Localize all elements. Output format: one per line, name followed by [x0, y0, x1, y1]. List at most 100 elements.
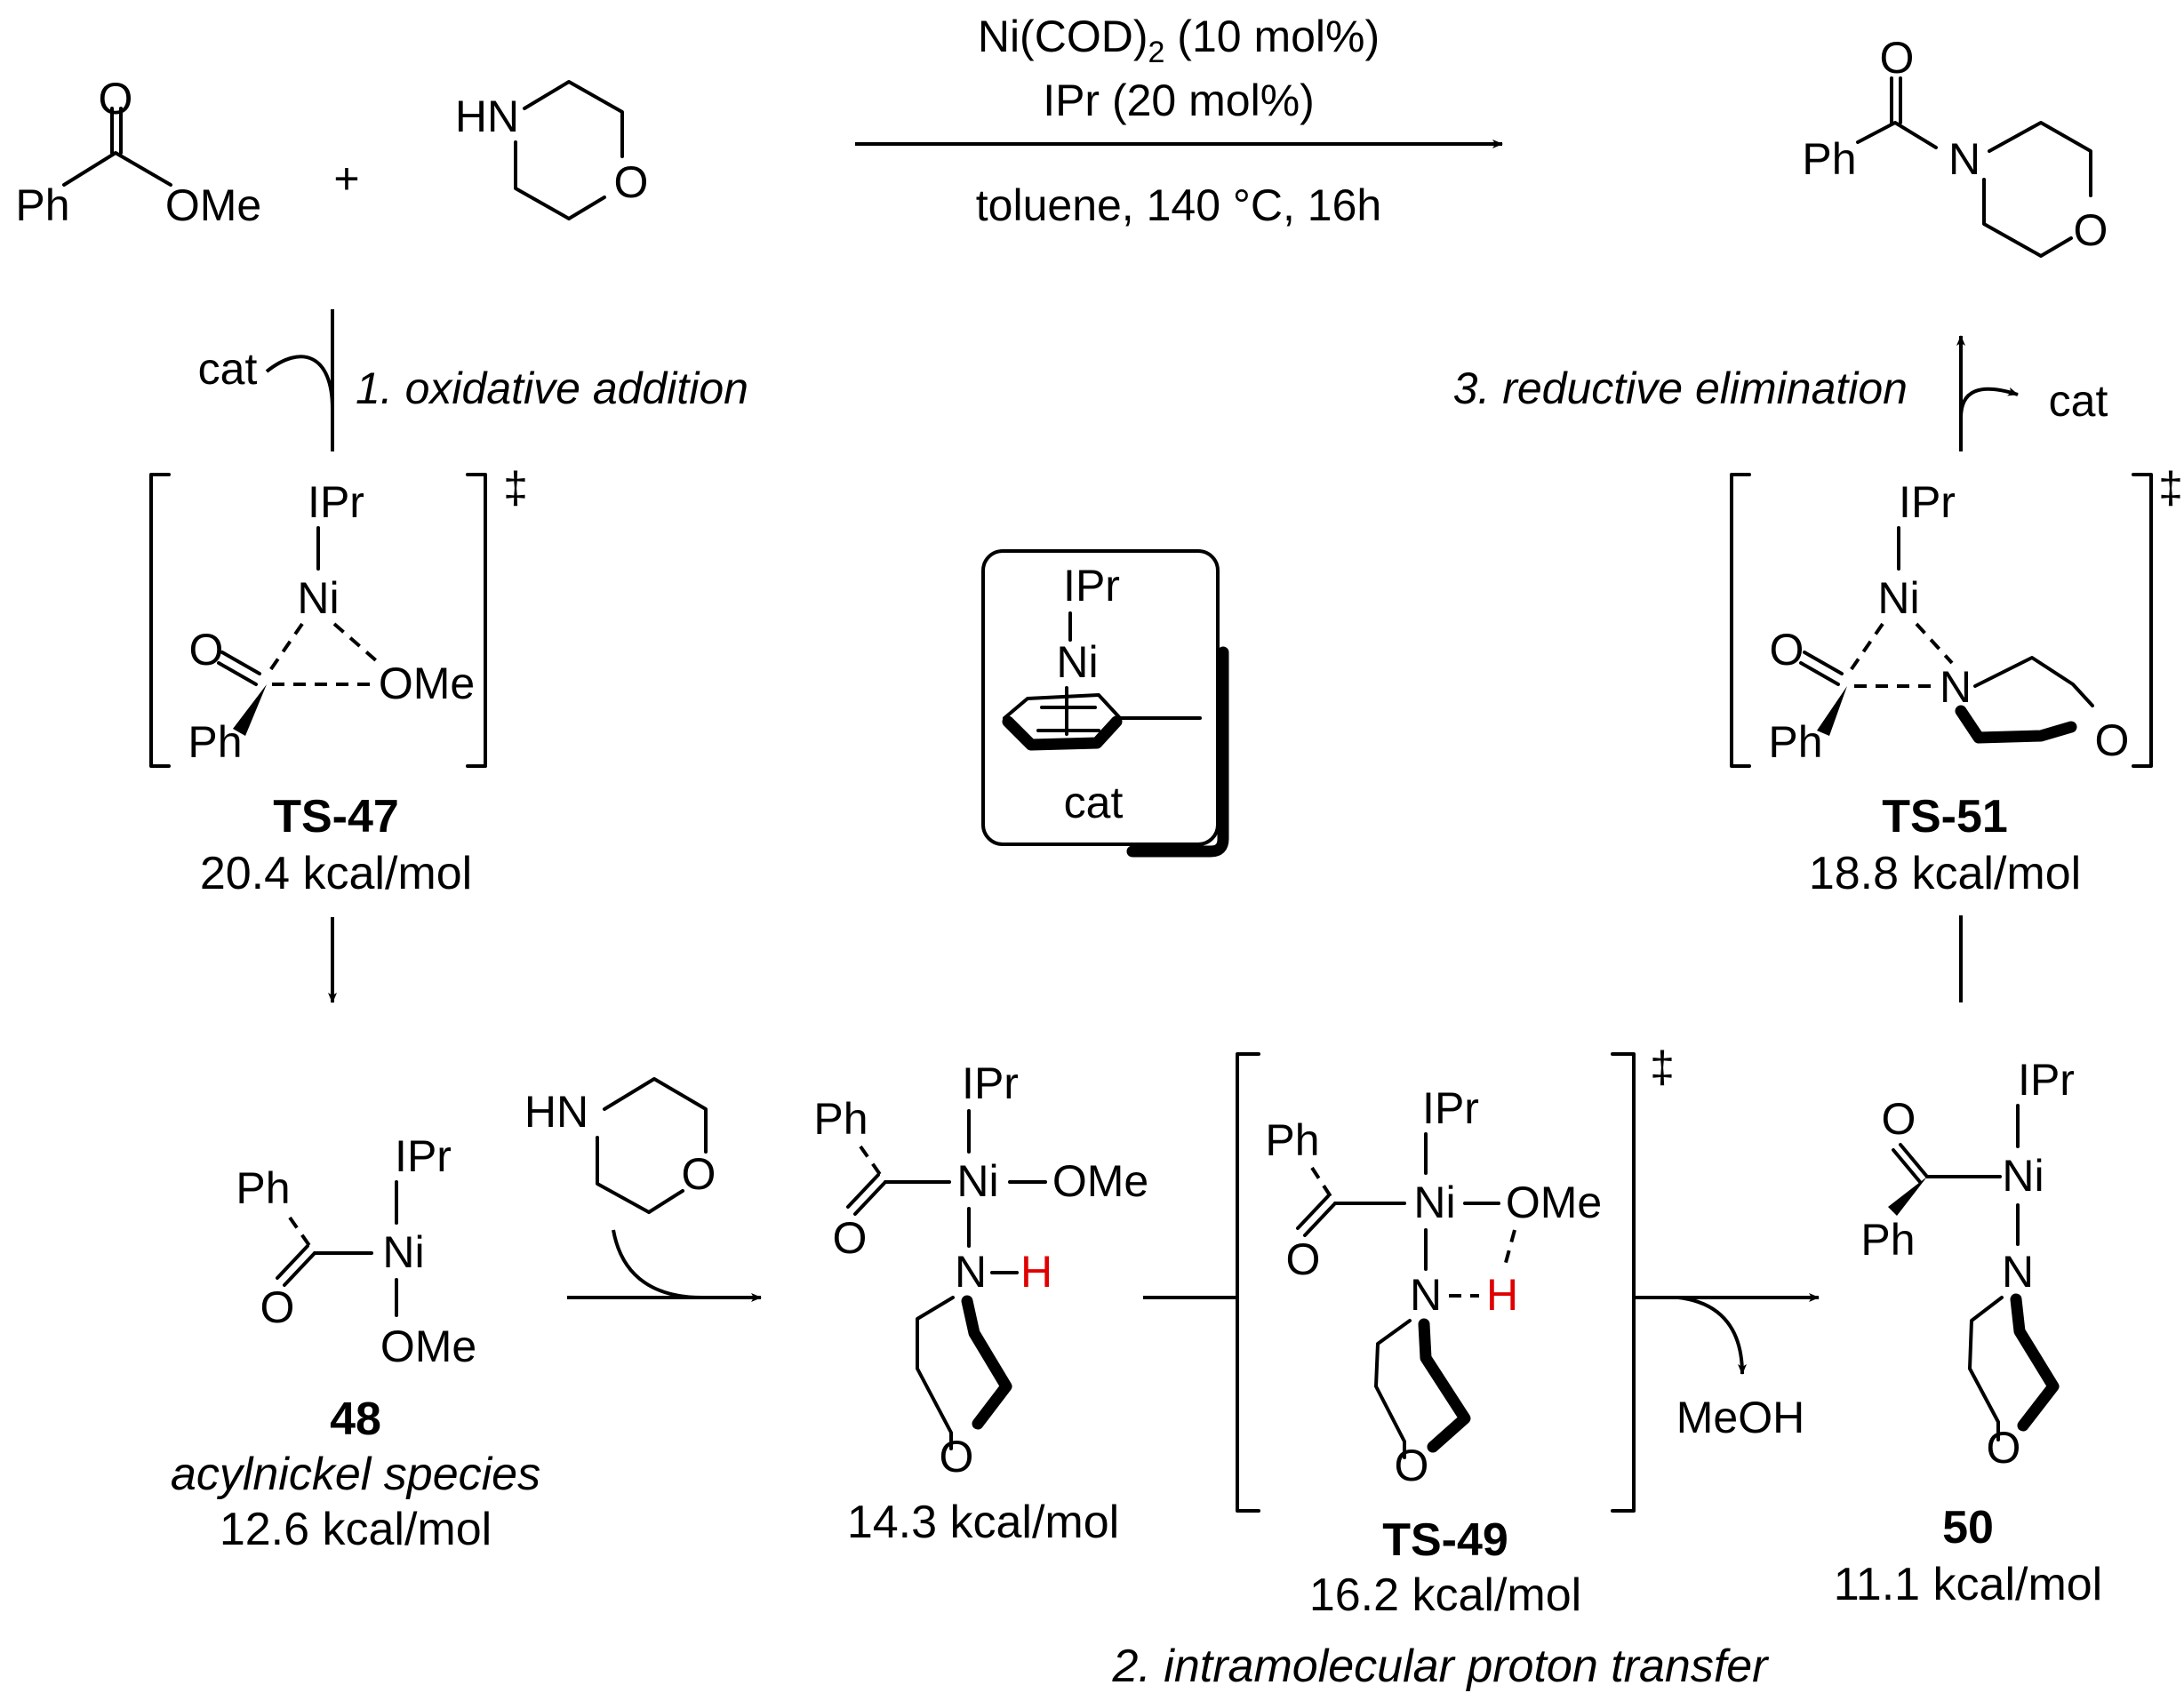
cx-ni: Ni — [956, 1156, 998, 1206]
cx-oxygen: O — [833, 1213, 868, 1263]
int50-energy: 11.1 kcal/mol — [1834, 1559, 2103, 1610]
product-ring-oxygen: O — [2074, 205, 2108, 255]
complex-14-3: Ph O IPr Ni OMe N H O 14.3 kcal/mol — [813, 1058, 1148, 1548]
ts51-structure: ‡ IPr Ni O N O Ph TS-51 18.8 kcal/mol — [1730, 463, 2183, 899]
catalyst-shadow — [1126, 646, 1229, 858]
ts47-methoxy: OMe — [379, 659, 475, 708]
step1-oxidative-addition: cat 1. oxidative addition — [198, 309, 748, 451]
conditions-loading: (10 mol%) — [1164, 12, 1380, 61]
arene-front-edge — [1002, 715, 1123, 751]
int48-energy: 12.6 kcal/mol — [220, 1504, 492, 1555]
ts51-name: TS-51 — [1882, 791, 2008, 843]
ts51-ni: Ni — [1877, 573, 1919, 623]
ts49-ipr: IPr — [1422, 1083, 1479, 1133]
ts51-dagger: ‡ — [2158, 463, 2183, 513]
ts49-hydrogen: H — [1486, 1270, 1518, 1320]
ts49-ni: Ni — [1413, 1178, 1455, 1227]
methoxy-label: OMe — [165, 180, 261, 230]
ts51-phenyl: Ph — [1768, 717, 1822, 767]
amine2-oxygen: O — [682, 1149, 716, 1199]
int50-ring-oxygen: O — [1987, 1423, 2021, 1473]
int48-ipr: IPr — [395, 1131, 452, 1181]
addition-curve — [612, 1229, 703, 1299]
cat-entry-curve — [265, 355, 334, 410]
catalyst-box: IPr Ni cat — [981, 549, 1229, 858]
cat-release-curve — [1959, 387, 2019, 419]
amine-nh-label: HN — [455, 92, 519, 141]
ts47-wedge — [233, 684, 267, 736]
int50-oxygen: O — [1882, 1094, 1916, 1144]
amine2-nh: HN — [524, 1087, 588, 1137]
step1-cat-label: cat — [198, 344, 258, 394]
step3-cat-label: cat — [2049, 376, 2108, 426]
int48-name: 48 — [330, 1394, 381, 1445]
ts47-oxygen: O — [189, 625, 224, 675]
int48-methoxy: OMe — [380, 1322, 476, 1371]
ts47-dagger: ‡ — [503, 463, 528, 513]
step2-label: 2. intramolecular proton transfer — [1111, 1641, 1770, 1692]
right-bracket — [2132, 473, 2153, 768]
cx-energy: 14.3 kcal/mol — [847, 1497, 1119, 1548]
cx-ring-oxygen: O — [940, 1432, 974, 1481]
ts51-ring-oxygen: O — [2095, 715, 2130, 765]
int50-ipr: IPr — [2018, 1055, 2075, 1105]
carbonyl-oxygen: O — [99, 74, 133, 124]
intermediate-50: IPr Ni O Ph N O 50 11.1 kcal/mol — [1834, 1055, 2103, 1610]
ts47-ni: Ni — [297, 573, 339, 623]
product-nitrogen: N — [1948, 134, 1980, 184]
ts51-energy: 18.8 kcal/mol — [1809, 848, 2081, 899]
cx-methoxy: OMe — [1052, 1156, 1148, 1206]
meoh-release: MeOH — [1634, 1293, 1820, 1442]
ts49-ring-oxygen: O — [1395, 1441, 1429, 1490]
cx-ipr: IPr — [962, 1058, 1019, 1108]
ts49-phenyl: Ph — [1265, 1115, 1319, 1165]
ts49-dagger: ‡ — [1650, 1042, 1675, 1092]
right-bracket — [1611, 1052, 1636, 1513]
intermediate-48: Ph O IPr Ni OMe 48 acylnickel species 12… — [171, 1131, 540, 1555]
conditions-subscript: 2 — [1148, 36, 1164, 69]
ts47-energy: 20.4 kcal/mol — [200, 848, 472, 899]
plus-sign: + — [333, 154, 359, 204]
morpholine-addition: HN O — [524, 1077, 762, 1302]
int48-oxygen: O — [260, 1282, 295, 1332]
int50-ni: Ni — [2002, 1151, 2044, 1201]
catalyst-ipr: IPr — [1063, 561, 1120, 611]
methyl-benzoate: O Ph OMe — [15, 74, 261, 230]
ts49-oxygen: O — [1286, 1234, 1321, 1284]
int50-phenyl: Ph — [1860, 1215, 1915, 1265]
meoh-label: MeOH — [1676, 1393, 1804, 1442]
ts49-methoxy: OMe — [1506, 1178, 1602, 1227]
left-bracket — [1236, 1052, 1260, 1513]
morpholine-reactant: HN O — [455, 80, 648, 220]
right-bracket — [466, 473, 487, 768]
catalyst-ni: Ni — [1056, 637, 1098, 687]
meoh-curve — [1677, 1296, 1747, 1375]
phenyl-label: Ph — [15, 180, 69, 230]
ts51-oxygen: O — [1770, 625, 1804, 675]
step1-label: 1. oxidative addition — [356, 363, 748, 413]
conditions-solvent: toluene, 140 °C, 16h — [976, 180, 1381, 230]
int50-name: 50 — [1942, 1502, 1994, 1553]
amide-product: O Ph N O — [1802, 33, 2108, 258]
catalyst-label: cat — [1064, 778, 1124, 827]
ts47-phenyl: Ph — [188, 717, 242, 767]
conditions-ligand: IPr (20 mol%) — [1043, 76, 1315, 125]
product-phenyl: Ph — [1802, 134, 1856, 184]
ts49-energy: 16.2 kcal/mol — [1309, 1569, 1581, 1621]
ts49-structure: ‡ Ph O IPr Ni OMe N H O TS-49 16.2 kcal/… — [1236, 1042, 1675, 1621]
ts51-ipr: IPr — [1899, 477, 1956, 527]
left-bracket — [149, 473, 171, 768]
int48-description: acylnickel species — [171, 1449, 540, 1500]
conditions-catalyst: Ni(COD) — [978, 12, 1148, 61]
ts47-name: TS-47 — [273, 791, 399, 843]
ts49-nitrogen: N — [1410, 1270, 1442, 1320]
ts47-ipr: IPr — [308, 477, 364, 527]
int50-nitrogen: N — [2002, 1247, 2034, 1297]
reaction-conditions: Ni(COD)2 (10 mol%) IPr (20 mol%) toluene… — [855, 12, 1503, 230]
cx-hydrogen: H — [1020, 1247, 1052, 1297]
step3-label: 3. reductive elimination — [1453, 363, 1908, 413]
conditions-line1: Ni(COD)2 (10 mol%) — [978, 12, 1380, 69]
step3-reductive-elimination: cat 3. reductive elimination — [1453, 335, 2108, 451]
left-bracket — [1730, 473, 1751, 768]
